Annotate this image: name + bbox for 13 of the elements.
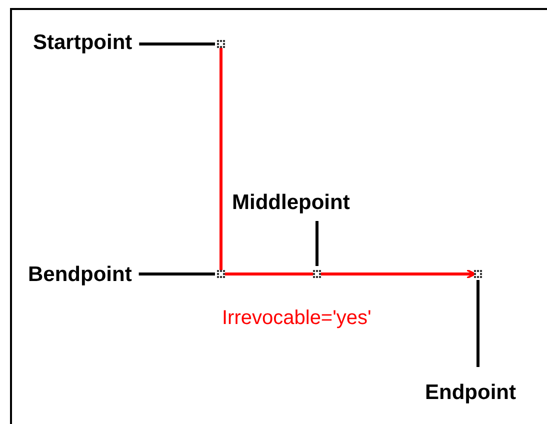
callout-label: Bendpoint [28, 263, 132, 287]
callout-label: Startpoint [33, 31, 132, 55]
handle-marker [474, 270, 482, 278]
connector-arrow [321, 269, 476, 279]
handle-marker [313, 270, 321, 278]
handle-marker [217, 270, 225, 278]
handle-marker [217, 40, 225, 48]
leader-line [139, 42, 215, 46]
leader-line [316, 221, 318, 266]
callout-label: Middlepoint [232, 191, 350, 215]
leader-line [138, 272, 215, 276]
callout-label: Endpoint [425, 381, 516, 405]
leader-line [476, 280, 480, 367]
